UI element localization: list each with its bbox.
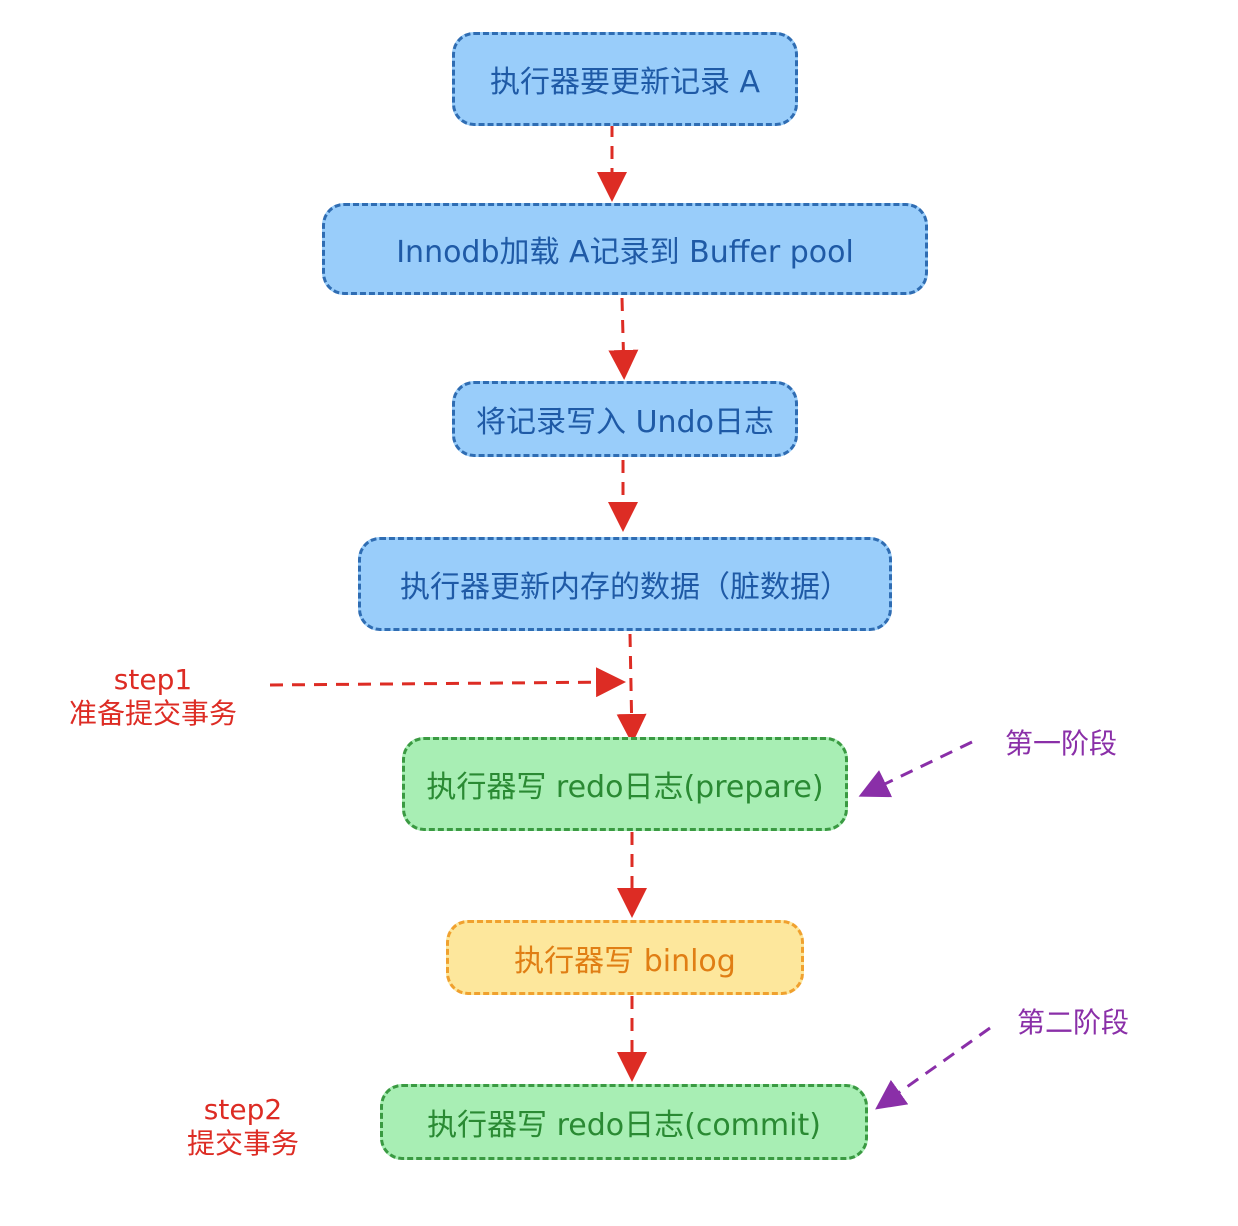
node-write-binlog: 执行器写 binlog: [446, 920, 804, 995]
annotation-phase2-label: 第二阶段: [1016, 1006, 1129, 1039]
node-load-buffer-pool: Innodb加载 A记录到 Buffer pool: [322, 203, 928, 295]
annotation-phase1-label: 第一阶段: [1004, 727, 1117, 760]
annotation-step2-title: step2: [203, 1093, 283, 1126]
arrow-n2-n3: [608, 297, 639, 380]
annotation-step1-title: step1: [113, 663, 193, 696]
node-update-memory-label: 执行器更新内存的数据（脏数据）: [400, 570, 850, 605]
arrow-step1: [269, 667, 626, 698]
node-redo-prepare: 执行器写 redo日志(prepare): [402, 737, 848, 831]
annotation-phase1: 第一阶段: [996, 727, 1126, 761]
arrow-phase2: [875, 1026, 991, 1110]
annotation-phase2: 第二阶段: [1008, 1006, 1138, 1040]
node-redo-prepare-label: 执行器写 redo日志(prepare): [426, 770, 824, 805]
node-redo-commit-label: 执行器写 redo日志(commit): [427, 1108, 821, 1143]
node-update-memory: 执行器更新内存的数据（脏数据）: [358, 537, 892, 631]
annotation-step1: step1 准备提交事务: [40, 663, 266, 731]
node-load-buffer-pool-label: Innodb加载 A记录到 Buffer pool: [396, 235, 854, 270]
node-write-binlog-label: 执行器写 binlog: [514, 943, 736, 979]
node-update-record-a-label: 执行器要更新记录 A: [489, 65, 761, 100]
node-write-undo-log-label: 将记录写入 Undo日志: [476, 405, 774, 440]
arrow-phase1: [858, 740, 973, 798]
node-write-undo-log: 将记录写入 Undo日志: [452, 381, 798, 457]
annotation-step2-desc: 提交事务: [186, 1127, 299, 1160]
node-update-record-a: 执行器要更新记录 A: [452, 32, 798, 126]
arrow-n4-n5: [616, 633, 647, 744]
annotation-step1-desc: 准备提交事务: [68, 697, 237, 730]
annotation-step2: step2 提交事务: [160, 1093, 326, 1161]
node-redo-commit: 执行器写 redo日志(commit): [380, 1084, 868, 1160]
